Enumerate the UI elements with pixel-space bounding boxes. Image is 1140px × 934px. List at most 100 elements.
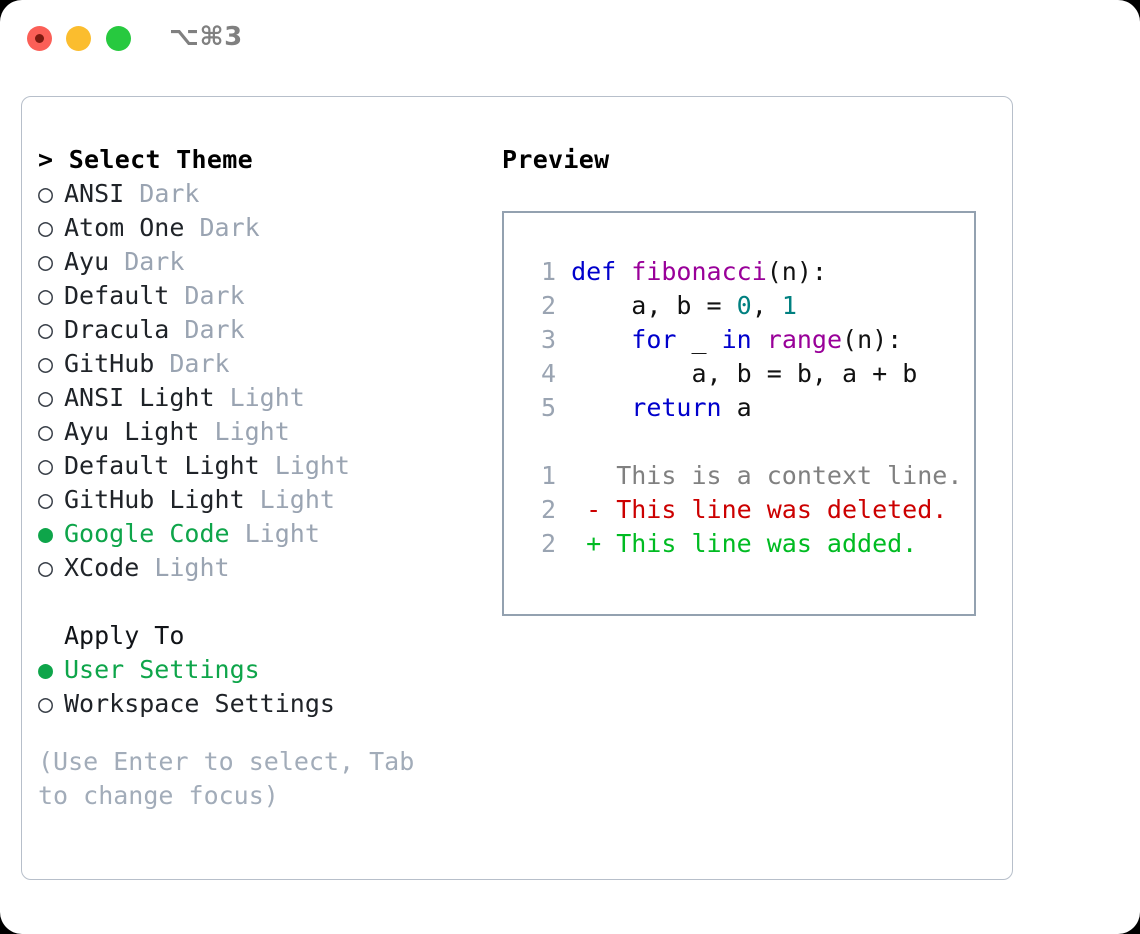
theme-option-xcode[interactable]: ○ XCode Light xyxy=(38,551,478,585)
theme-kind-label: Dark xyxy=(169,281,245,310)
theme-option-atom-one[interactable]: ○ Atom One Dark xyxy=(38,211,478,245)
theme-option-ansi[interactable]: ○ ANSI Dark xyxy=(38,177,478,211)
radio-unselected-icon: ○ xyxy=(38,485,54,514)
apply-to-option-workspace-settings[interactable]: ○ Workspace Settings xyxy=(38,687,478,721)
radio-unselected-icon: ○ xyxy=(38,247,54,276)
code-token: a, b = xyxy=(571,291,737,320)
theme-kind-label: Light xyxy=(244,485,335,514)
radio-unselected-icon: ○ xyxy=(38,689,54,718)
close-button[interactable] xyxy=(27,26,52,51)
theme-name: Atom One xyxy=(64,213,185,242)
theme-name: ANSI Light xyxy=(64,383,215,412)
theme-option-dracula[interactable]: ○ Dracula Dark xyxy=(38,313,478,347)
code-token xyxy=(571,325,631,354)
radio-selected-icon: ● xyxy=(38,655,54,684)
theme-name: GitHub xyxy=(64,349,155,378)
code-token xyxy=(571,393,631,422)
code-token: for xyxy=(631,325,677,354)
theme-option-default-light[interactable]: ○ Default Light Light xyxy=(38,449,478,483)
code-token: (n): xyxy=(766,257,827,286)
theme-kind-label: Light xyxy=(229,519,320,548)
preview-column: Preview 1 def fibonacci(n):2 a, b = 0, 1… xyxy=(502,143,992,616)
radio-unselected-icon: ○ xyxy=(38,553,54,582)
line-number: 4 xyxy=(540,359,556,388)
code-token xyxy=(752,325,767,354)
theme-option-ansi-light[interactable]: ○ ANSI Light Light xyxy=(38,381,478,415)
line-number: 5 xyxy=(540,393,556,422)
code-token: _ xyxy=(676,325,722,354)
theme-kind-label: Dark xyxy=(124,179,200,208)
theme-option-github-light[interactable]: ○ GitHub Light Light xyxy=(38,483,478,517)
radio-unselected-icon: ○ xyxy=(38,451,54,480)
code-line: 5 return a xyxy=(522,391,974,425)
diff-text: - This line was deleted. xyxy=(556,495,948,524)
theme-kind-label: Light xyxy=(259,451,350,480)
code-token: a xyxy=(721,393,752,422)
theme-name: GitHub Light xyxy=(64,485,245,514)
theme-name: Google Code xyxy=(64,519,230,548)
theme-kind-label: Dark xyxy=(154,349,230,378)
radio-unselected-icon: ○ xyxy=(38,281,54,310)
theme-option-default[interactable]: ○Default Dark xyxy=(38,279,478,313)
theme-name: Ayu xyxy=(64,247,110,276)
code-token: def xyxy=(571,257,617,286)
theme-name: ANSI xyxy=(64,179,125,208)
line-number: 2 xyxy=(540,529,556,558)
code-token: range xyxy=(766,325,843,354)
keyboard-shortcut-label: ⌥⌘3 xyxy=(169,22,243,52)
theme-kind-label: Dark xyxy=(169,315,245,344)
code-line: 1 def fibonacci(n): xyxy=(522,255,974,289)
apply-to-title: Apply To xyxy=(64,621,185,650)
apply-to-label: Workspace Settings xyxy=(64,689,335,718)
code-token: (n): xyxy=(842,325,903,354)
code-line: 4 a, b = b, a + b xyxy=(522,357,974,391)
theme-kind-label: Dark xyxy=(184,213,260,242)
code-line: 2 a, b = 0, 1 xyxy=(522,289,974,323)
radio-unselected-icon: ○ xyxy=(38,383,54,412)
code-token: return xyxy=(631,393,722,422)
title-bar: ⌥⌘3 xyxy=(0,0,1140,78)
code-diff-spacer xyxy=(522,425,974,459)
theme-name: XCode xyxy=(64,553,140,582)
theme-name: Default Light xyxy=(64,451,260,480)
theme-option-google-code[interactable]: ●Google Code Light xyxy=(38,517,478,551)
line-number: 1 xyxy=(540,257,556,286)
diff-sample: 1 This is a context line.2 - This line w… xyxy=(522,459,974,561)
theme-kind-label: Light xyxy=(139,553,230,582)
keyboard-hint: (Use Enter to select, Tab to change focu… xyxy=(38,747,430,810)
code-token xyxy=(616,257,631,286)
list-spacer xyxy=(38,585,478,619)
line-number: 2 xyxy=(540,495,556,524)
radio-unselected-icon: ○ xyxy=(38,213,54,242)
theme-kind-label: Light xyxy=(199,417,290,446)
code-token: fibonacci xyxy=(631,257,767,286)
code-token: 0 xyxy=(736,291,752,320)
theme-option-ayu[interactable]: ○Ayu Dark xyxy=(38,245,478,279)
theme-list: ○ANSI Dark○Atom One Dark○Ayu Dark○Defaul… xyxy=(38,177,478,585)
theme-name: Ayu Light xyxy=(64,417,200,446)
apply-to-list: ● User Settings ○ Workspace Settings xyxy=(38,653,478,721)
radio-unselected-icon: ○ xyxy=(38,315,54,344)
apply-to-option-user-settings[interactable]: ● User Settings xyxy=(38,653,478,687)
radio-unselected-icon: ○ xyxy=(38,349,54,378)
line-number: 3 xyxy=(540,325,556,354)
preview-title: Preview xyxy=(502,145,610,174)
minimize-button[interactable] xyxy=(66,26,91,51)
line-number: 2 xyxy=(540,291,556,320)
maximize-button[interactable] xyxy=(106,26,131,51)
theme-option-ayu-light[interactable]: ○Ayu Light Light xyxy=(38,415,478,449)
theme-name: Dracula xyxy=(64,315,170,344)
theme-option-github[interactable]: ○ GitHub Dark xyxy=(38,347,478,381)
code-token: in xyxy=(721,325,752,354)
theme-picker-panel: > Select Theme ○ANSI Dark○Atom One Dark○… xyxy=(21,96,1013,880)
apply-to-label: User Settings xyxy=(64,655,260,684)
line-number: 1 xyxy=(540,461,556,490)
code-token: a, b = b, a + b xyxy=(571,359,918,388)
code-line: 3 for _ in range(n): xyxy=(522,323,974,357)
diff-line-add: 2 + This line was added. xyxy=(522,527,974,561)
theme-kind-label: Light xyxy=(214,383,305,412)
radio-unselected-icon: ○ xyxy=(38,179,54,208)
diff-line-del: 2 - This line was deleted. xyxy=(522,493,974,527)
